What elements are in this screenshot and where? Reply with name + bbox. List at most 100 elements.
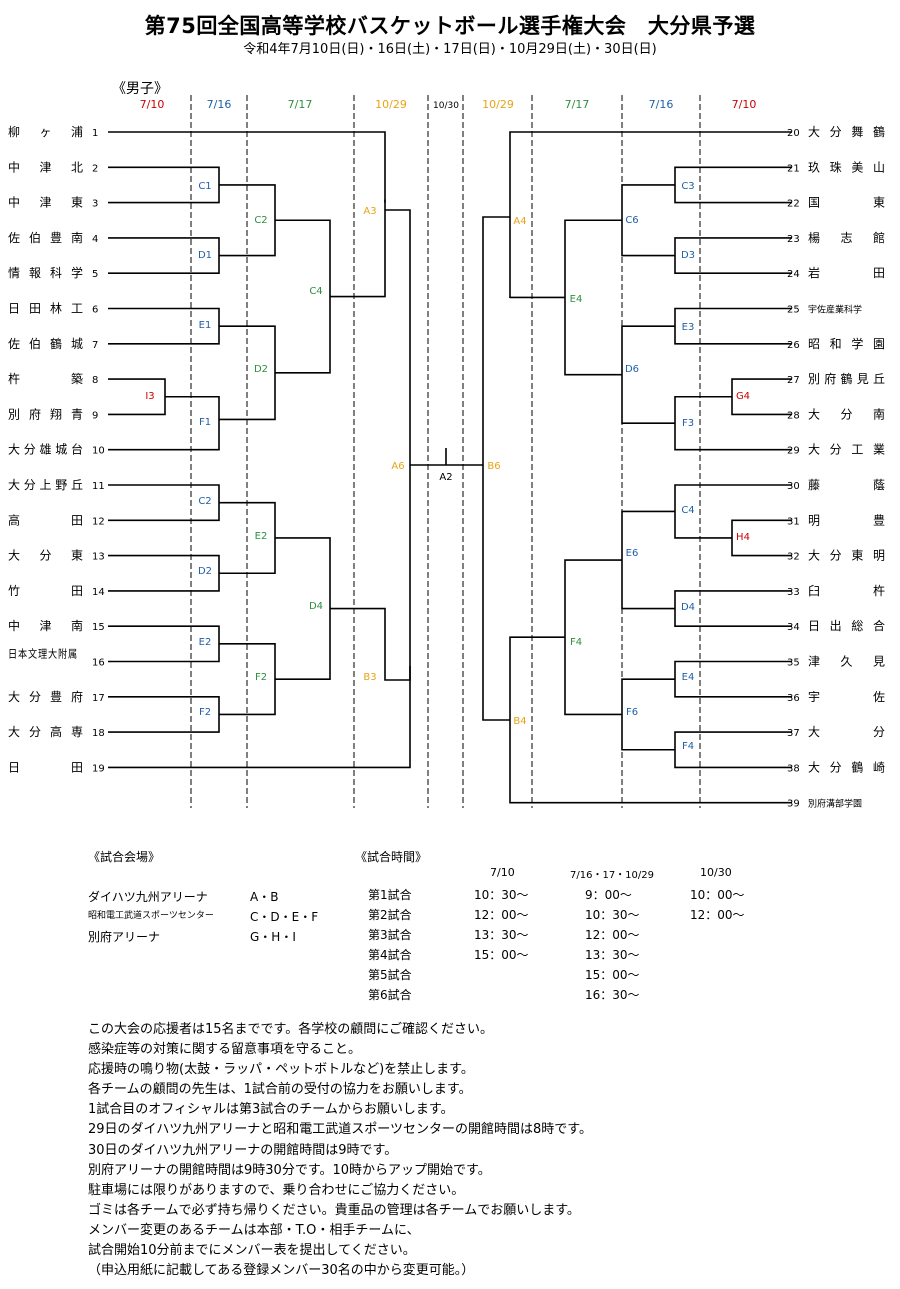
- team-number: 23: [787, 234, 800, 245]
- game-slot: 第5試合: [368, 968, 412, 982]
- game-label: A4: [513, 216, 526, 227]
- game-label: H4: [736, 532, 750, 543]
- team-number: 6: [92, 305, 98, 316]
- team-name: 玖珠美山: [808, 160, 885, 174]
- team-name: 臼杵: [808, 583, 885, 598]
- team-number: 1: [92, 128, 98, 139]
- game-label: B6: [487, 461, 500, 472]
- start-time: 10：30～: [585, 908, 640, 922]
- note-line: ゴミは各チームで必ず持ち帰りください。貴重品の管理は各チームでお願いします。: [88, 1202, 580, 1218]
- note-line: この大会の応援者は15名までです。各学校の顧問にご確認ください。: [88, 1022, 493, 1037]
- game-label: E3: [682, 322, 695, 333]
- start-time: 13：30～: [474, 928, 529, 942]
- team-name: 日田: [8, 760, 83, 774]
- team-number: 18: [92, 728, 105, 739]
- team-name: 別府鶴見丘: [808, 371, 885, 386]
- game-label: A6: [391, 461, 404, 472]
- game-label: E4: [682, 672, 695, 683]
- team-number: 33: [787, 587, 800, 598]
- team-number: 19: [92, 763, 105, 774]
- bracket-line: [482, 216, 510, 721]
- team-number: 35: [787, 658, 800, 669]
- team-number: 24: [787, 269, 800, 280]
- note-line: 30日のダイハツ九州アリーナの開館時間は9時です。: [88, 1142, 398, 1158]
- team-name: 別府溝部学園: [808, 798, 862, 810]
- game-label: C6: [625, 215, 638, 226]
- venue-courts: C・D・E・F: [250, 910, 319, 924]
- game-label: C1: [198, 181, 211, 192]
- game-slot: 第6試合: [368, 988, 412, 1002]
- game-label: F2: [255, 672, 267, 683]
- venue-name: 昭和電工武道スポーツセンター: [88, 911, 214, 921]
- team-number: 17: [92, 693, 105, 704]
- game-label: C3: [681, 181, 694, 192]
- game-label: B3: [363, 672, 376, 683]
- team-name: 大分工業: [808, 443, 885, 457]
- date-header: 7/10: [140, 98, 165, 111]
- team-name: 竹田: [8, 584, 83, 598]
- note-line: メンバー変更のあるチームは本部・T.O・相手チームに、: [88, 1222, 420, 1238]
- game-label: E4: [570, 294, 583, 305]
- game-label: E6: [626, 548, 639, 559]
- game-label: D4: [309, 601, 323, 612]
- date-header: 7/10: [732, 98, 757, 111]
- date-header: 7/17: [565, 98, 590, 111]
- game-label: F2: [199, 707, 211, 718]
- note-line: 駐車場には限りがありますので、乗り合わせにご協力ください。: [88, 1182, 465, 1198]
- team-number: 3: [92, 199, 98, 210]
- team-name: 大分高専: [8, 724, 83, 739]
- team-name: 楊志館: [808, 230, 885, 245]
- bracket-line: [108, 378, 166, 416]
- team-name: 大分上野丘: [8, 478, 83, 492]
- note-line: 応援時の鳴り物(太鼓・ラッパ・ペットボトルなど)を禁止します。: [88, 1062, 474, 1078]
- team-name: 大分豊府: [8, 689, 83, 704]
- team-name: 中津北: [8, 159, 83, 174]
- bracket-line: [509, 296, 565, 299]
- game-label: F1: [199, 417, 211, 428]
- team-number: 12: [92, 516, 105, 527]
- team-number: 26: [787, 340, 800, 351]
- team-name: 国東: [808, 196, 885, 210]
- team-name: 宇佐産業科学: [808, 304, 862, 316]
- team-number: 2: [92, 163, 98, 174]
- team-name: 佐伯豊南: [8, 230, 83, 245]
- team-name: 岩田: [808, 265, 885, 280]
- team-number: 39: [787, 799, 800, 810]
- game-label: A2: [439, 472, 452, 483]
- bracket-line: [330, 199, 386, 298]
- venues-title: 《試合会場》: [88, 850, 161, 864]
- team-name: 津久見: [808, 655, 885, 669]
- team-name: 佐伯鶴城: [8, 336, 83, 351]
- team-name: 明豊: [808, 513, 885, 527]
- team-number: 25: [787, 305, 800, 316]
- team-number: 37: [787, 728, 800, 739]
- note-line: 別府アリーナの開館時間は9時30分です。10時からアップ開始です。: [88, 1162, 491, 1178]
- game-label: D3: [681, 250, 695, 261]
- team-number: 32: [787, 552, 800, 563]
- game-label: D2: [254, 364, 268, 375]
- team-name: 大分東: [8, 549, 83, 563]
- team-name: 大分舞鶴: [808, 124, 885, 139]
- start-time: 10：00～: [690, 888, 745, 902]
- bracket-line: [509, 636, 565, 640]
- team-number: 20: [787, 128, 800, 139]
- bracket-line: [330, 465, 411, 681]
- times-header: 7/16・17・10/29: [570, 870, 654, 881]
- game-label: C4: [309, 286, 322, 297]
- date-header: 10/29: [482, 98, 514, 111]
- team-name: 大分雄城台: [8, 442, 83, 457]
- note-line: 1試合目のオフィシャルは第3試合のチームからお願いします。: [88, 1102, 454, 1118]
- times-header: 7/10: [490, 866, 515, 879]
- team-number: 14: [92, 587, 105, 598]
- team-number: 21: [787, 163, 800, 174]
- team-name: 中津南: [8, 618, 83, 633]
- team-number: 22: [787, 199, 800, 210]
- notes: この大会の応援者は15名までです。各学校の顧問にご確認ください。感染症等の対策に…: [88, 1020, 592, 1281]
- note-line: 各チームの顧問の先生は、1試合前の受付の協力をお願いします。: [88, 1082, 472, 1098]
- team-number: 38: [787, 763, 800, 774]
- team-name: 別府翔青: [8, 406, 83, 421]
- game-label: G4: [736, 391, 750, 402]
- team-number: 7: [92, 340, 98, 351]
- game-label: C2: [198, 496, 211, 507]
